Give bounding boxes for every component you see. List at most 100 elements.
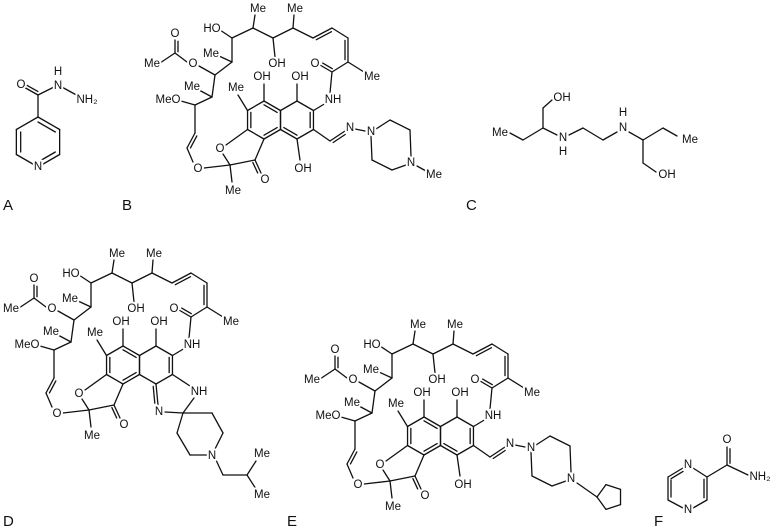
bond: [542, 99, 553, 109]
bond: [214, 432, 224, 450]
bond: [198, 65, 216, 76]
atom-label: O: [376, 459, 385, 471]
bond: [416, 165, 427, 172]
bond: [582, 127, 604, 141]
bond: [171, 347, 186, 357]
bond: [57, 310, 75, 321]
atom-label: O: [194, 163, 203, 175]
atom-label: OH: [291, 71, 308, 83]
bond: [171, 373, 191, 387]
bond: [491, 343, 509, 355]
atom-label: NH: [191, 386, 208, 398]
atom-label: O: [421, 490, 430, 502]
bond: [131, 272, 153, 284]
bond: [81, 398, 90, 411]
bond: [414, 475, 422, 490]
bond: [706, 464, 728, 478]
bond: [456, 416, 475, 428]
bond: [642, 127, 664, 141]
bond: [489, 387, 493, 410]
bond: [151, 259, 154, 274]
bond: [122, 371, 137, 381]
bond: [358, 405, 373, 414]
atom-label: Me: [250, 3, 266, 15]
atom-label: N: [506, 438, 514, 450]
atom-label: N: [684, 459, 692, 471]
atom-label: OH: [428, 374, 445, 386]
bond: [122, 349, 137, 359]
atom-label: Me: [223, 316, 239, 328]
atom-label: Me: [254, 489, 270, 501]
bond: [159, 52, 176, 64]
panel-label-e: E: [287, 513, 297, 530]
bond: [62, 409, 90, 414]
bond: [319, 368, 336, 380]
bond: [374, 377, 393, 392]
bond: [188, 316, 192, 339]
bond: [371, 159, 393, 171]
bond: [509, 132, 524, 141]
atom-label: MeO: [15, 339, 40, 351]
atom-label: Me: [225, 185, 241, 197]
bond: [692, 467, 708, 478]
bond: [605, 503, 622, 511]
panel-label-f: F: [654, 513, 663, 530]
atom-label: MeO: [316, 410, 341, 422]
bond: [389, 119, 411, 131]
bond: [18, 297, 35, 309]
atom-label: N: [208, 450, 216, 462]
bond: [370, 135, 373, 161]
bond: [312, 27, 333, 39]
bond: [596, 483, 607, 498]
atom-label: Me: [184, 81, 200, 93]
bond: [225, 128, 249, 146]
bond: [322, 62, 333, 70]
bond: [198, 89, 213, 98]
bond: [507, 377, 525, 389]
atom-label: NH: [485, 410, 502, 422]
bond: [252, 27, 274, 39]
atom-label: N: [559, 132, 567, 144]
bond: [272, 37, 276, 58]
atom-label: Me: [364, 71, 380, 83]
bond: [334, 368, 348, 379]
bond: [155, 383, 159, 406]
bond: [296, 128, 315, 140]
panel-label-c: C: [466, 197, 477, 214]
bond: [456, 444, 475, 456]
atom-label: N: [567, 473, 575, 485]
bond: [482, 378, 493, 386]
atom-label: O: [53, 408, 62, 420]
atom-label: Me: [146, 248, 162, 260]
bond: [349, 451, 358, 465]
bond: [346, 463, 354, 479]
bond: [354, 412, 373, 422]
bond: [105, 345, 124, 357]
atom-label: Me: [109, 248, 125, 260]
atom-label: Me: [344, 397, 360, 409]
atom-label: O: [349, 374, 358, 386]
atom-label: OH: [294, 163, 311, 175]
bond: [439, 416, 458, 428]
bond: [176, 412, 184, 434]
atom-label: O: [311, 58, 320, 70]
bond: [602, 131, 618, 141]
bond: [456, 454, 461, 477]
bond: [312, 102, 327, 112]
atom-label: Me: [254, 448, 270, 460]
bond: [211, 412, 224, 434]
bond: [292, 27, 314, 39]
atom-label: HO: [62, 268, 79, 280]
atom-label: N: [684, 504, 692, 516]
bond: [182, 397, 195, 414]
bond: [151, 272, 173, 284]
panel-label-d: D: [3, 513, 14, 530]
bond: [292, 14, 295, 29]
atom-label: Me: [287, 3, 303, 15]
bond: [37, 151, 56, 163]
bond: [670, 470, 684, 480]
atom-label: Me: [304, 374, 320, 386]
atom-label: Me: [410, 319, 426, 331]
bond: [219, 29, 233, 39]
